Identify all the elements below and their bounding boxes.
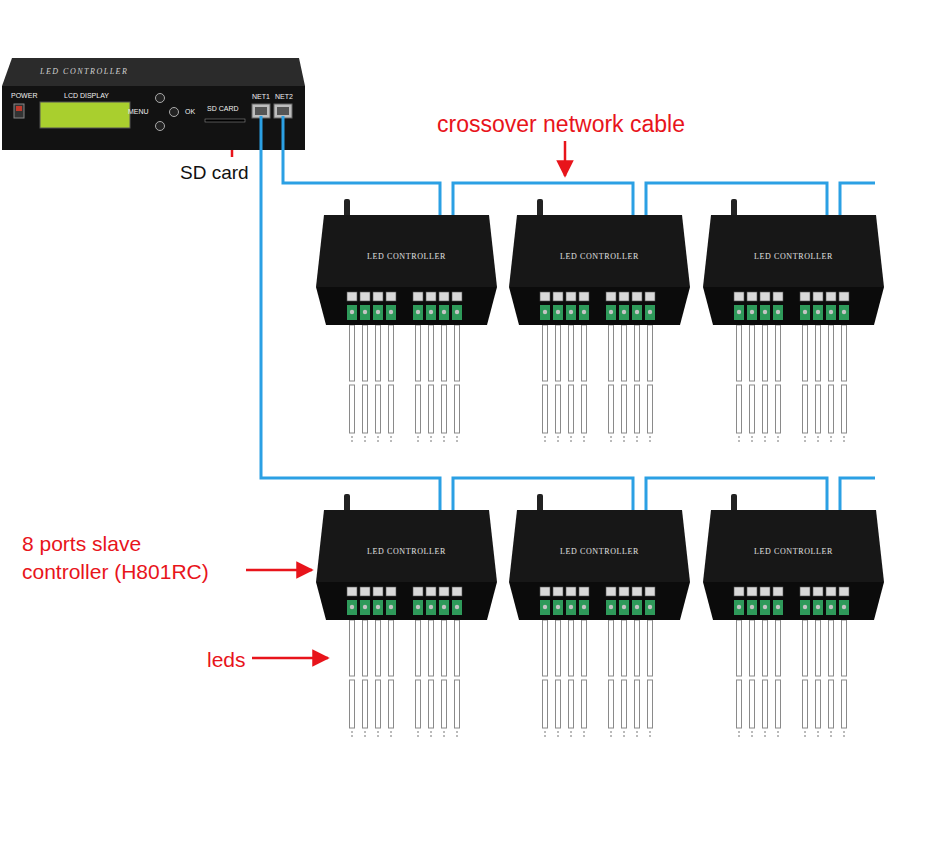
led-strip [776, 620, 781, 739]
led-strip [763, 325, 768, 444]
controller-housing [509, 215, 690, 325]
led-strip [816, 620, 821, 739]
led-strip [648, 325, 653, 444]
led-strip [803, 620, 808, 739]
led-strip [569, 325, 574, 444]
led-strip [803, 325, 808, 444]
led-strip [842, 620, 847, 739]
led-strip [737, 620, 742, 739]
led-strip [829, 620, 834, 739]
led-strip [582, 620, 587, 739]
network-cable [283, 150, 440, 215]
led-strip [363, 620, 368, 739]
panel-label: POWER [11, 92, 37, 99]
led-strip [455, 325, 460, 444]
network-cable [840, 478, 875, 510]
device-label: LED CONTROLLER [560, 253, 639, 261]
slave-controller: LED CONTROLLER [703, 510, 884, 620]
led-strip [376, 325, 381, 444]
device-label: LED CONTROLLER [367, 548, 446, 556]
callout-arrow [246, 569, 312, 572]
panel-label: LCD DISPLAY [64, 92, 109, 99]
led-strip [543, 325, 548, 444]
panel-label: NET1 [252, 93, 270, 100]
led-strip [635, 325, 640, 444]
controller-housing [316, 510, 497, 620]
master-controller: LED CONTROLLER POWER LCD DISPLAY MENU OK SD C… [2, 58, 305, 150]
network-cable [646, 478, 827, 510]
callout-arrow [252, 657, 328, 660]
led-strip [556, 325, 561, 444]
led-strip [609, 620, 614, 739]
network-cable [840, 183, 875, 215]
device-label: LED CONTROLLER [754, 253, 833, 261]
led-strip [816, 325, 821, 444]
callout-label: 8 ports slave controller (H801RC) [22, 530, 222, 587]
panel-label: OK [185, 108, 195, 115]
device-label: LED CONTROLLER [40, 68, 128, 76]
led-strip [842, 325, 847, 444]
callout-arrow [564, 141, 567, 176]
controller-housing [703, 215, 884, 325]
network-cable [453, 183, 633, 215]
led-strip [556, 620, 561, 739]
led-strip [635, 620, 640, 739]
led-strip [416, 325, 421, 444]
led-strip [829, 325, 834, 444]
led-strip [582, 325, 587, 444]
panel-label: SD CARD [207, 105, 239, 112]
led-strip [429, 620, 434, 739]
led-strip [389, 620, 394, 739]
led-strip [648, 620, 653, 739]
led-strip [442, 620, 447, 739]
led-strip [543, 620, 548, 739]
led-strip [363, 325, 368, 444]
led-strip [750, 620, 755, 739]
slave-controller: LED CONTROLLER [509, 510, 690, 620]
device-label: LED CONTROLLER [754, 548, 833, 556]
network-cable [646, 183, 827, 215]
device-label: LED CONTROLLER [560, 548, 639, 556]
slave-controller: LED CONTROLLER [703, 215, 884, 325]
led-strip [763, 620, 768, 739]
led-strip [737, 325, 742, 444]
led-strip [455, 620, 460, 739]
led-strip [350, 325, 355, 444]
network-cable [261, 150, 440, 510]
led-strip [750, 325, 755, 444]
led-strip [442, 325, 447, 444]
slave-controller: LED CONTROLLER [316, 510, 497, 620]
led-strip [622, 620, 627, 739]
slave-controller: LED CONTROLLER [509, 215, 690, 325]
callout-label: leds [207, 646, 246, 674]
callout-label: crossover network cable [437, 109, 685, 140]
device-label: LED CONTROLLER [367, 253, 446, 261]
controller-housing [703, 510, 884, 620]
led-strip [622, 325, 627, 444]
led-strip [429, 325, 434, 444]
callout-label: SD card [180, 160, 249, 186]
led-strip [609, 325, 614, 444]
led-strip [569, 620, 574, 739]
slave-controller: LED CONTROLLER [316, 215, 497, 325]
panel-label: MENU [128, 108, 149, 115]
led-strip [350, 620, 355, 739]
led-strip [416, 620, 421, 739]
network-cable [453, 478, 633, 510]
led-strip [776, 325, 781, 444]
controller-housing [316, 215, 497, 325]
panel-label: NET2 [275, 93, 293, 100]
led-strip [376, 620, 381, 739]
led-strip [389, 325, 394, 444]
controller-housing [509, 510, 690, 620]
